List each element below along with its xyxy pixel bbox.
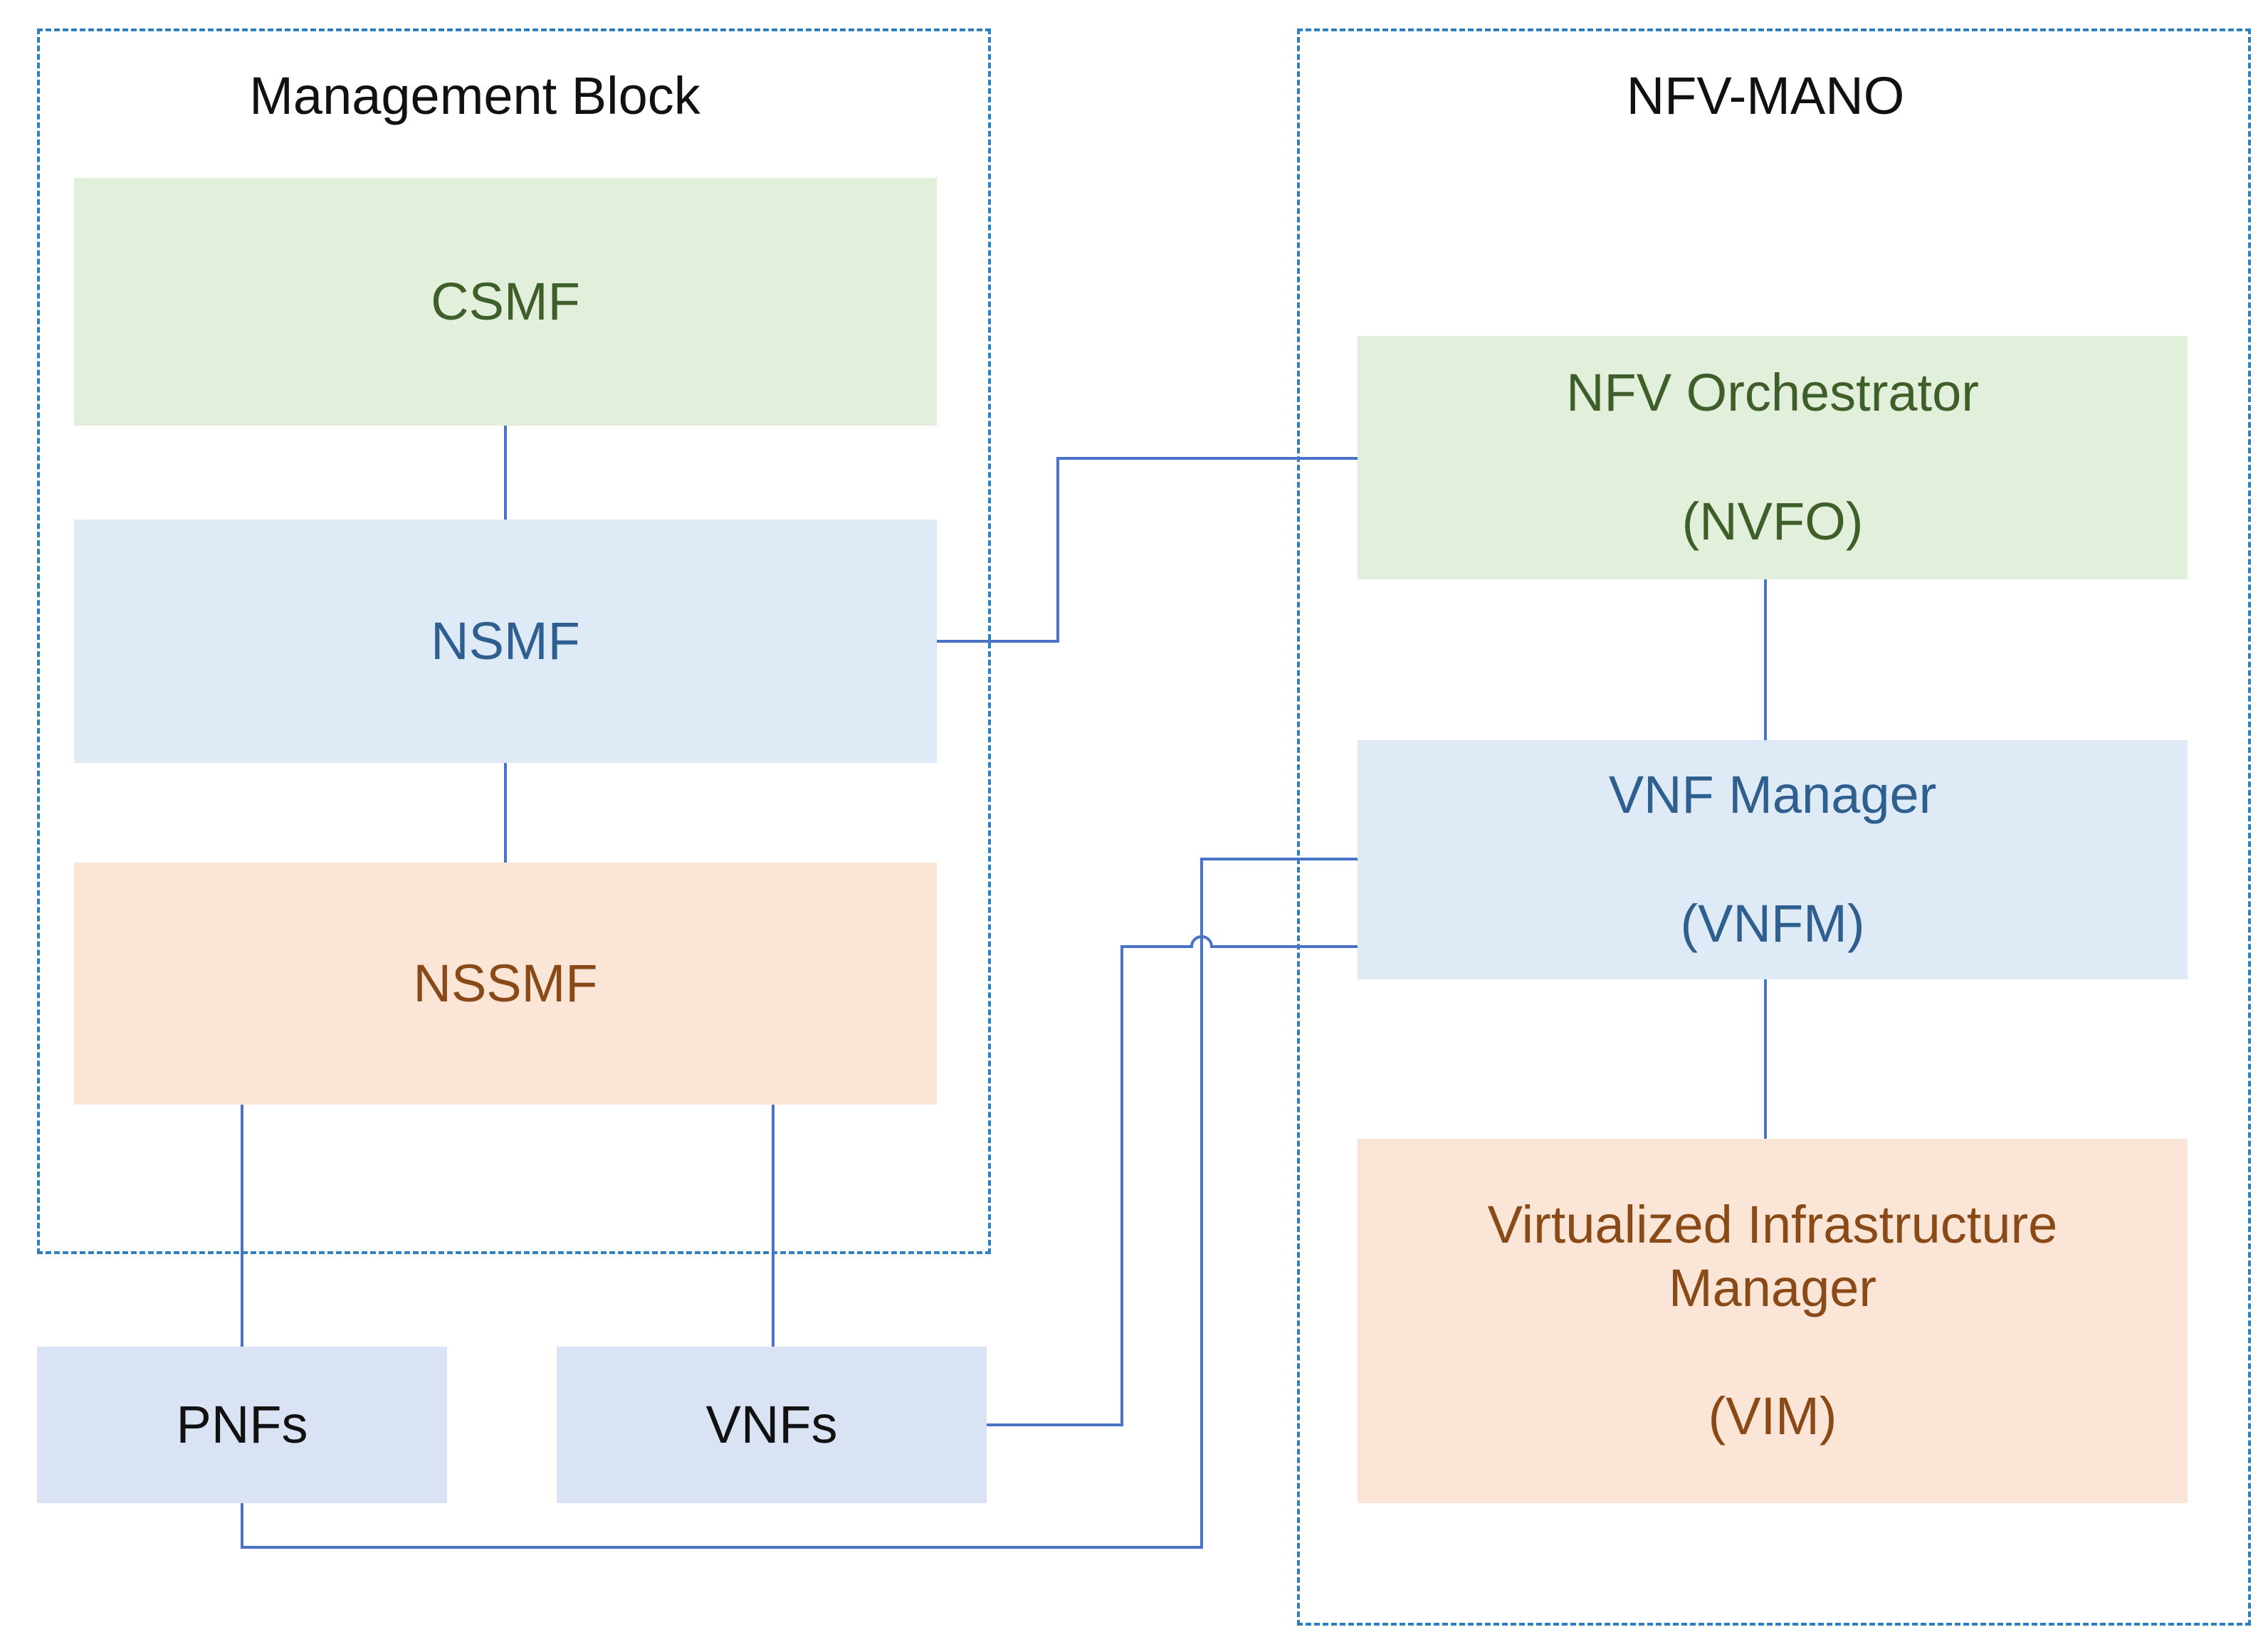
vnf-manager-box: VNF Manager (VNFM) [1358,740,2188,979]
nfv-orchestrator-abbreviation: (NVFO) [1681,492,1864,551]
vnf-manager-name: VNF Manager [1608,765,1937,825]
vim-name-line-1: Virtualized Infrastructure [1487,1194,2058,1254]
vim-name-line-2: Manager [1668,1258,1877,1317]
pnfs-box: PNFs [37,1347,447,1503]
nfv-orchestrator-box: NFV Orchestrator (NVFO) [1358,336,2188,579]
vnfs-label: VNFs [705,1394,838,1454]
vnf-manager-abbreviation: (VNFM) [1680,894,1865,953]
nsmf-box: NSMF [74,520,937,763]
nssmf-box: NSSMF [74,863,937,1105]
csmf-label: CSMF [431,271,580,331]
nfv-mano-title: NFV-MANO [1626,66,1905,125]
nfv-orchestrator-name: NFV Orchestrator [1566,363,1979,423]
vnfs-box: VNFs [557,1347,987,1503]
csmf-box: CSMF [74,178,937,426]
pnfs-label: PNFs [176,1394,308,1454]
nfv-mano-group [1297,28,2251,1626]
nssmf-label: NSSMF [413,953,598,1013]
vim-box: Virtualized Infrastructure Manager (VIM) [1358,1139,2188,1503]
vim-abbreviation: (VIM) [1708,1386,1837,1446]
nsmf-label: NSMF [431,611,580,670]
nsmf-to-nfv-orchestrator-line [937,457,1358,643]
management-block-title: Management Block [249,66,700,125]
